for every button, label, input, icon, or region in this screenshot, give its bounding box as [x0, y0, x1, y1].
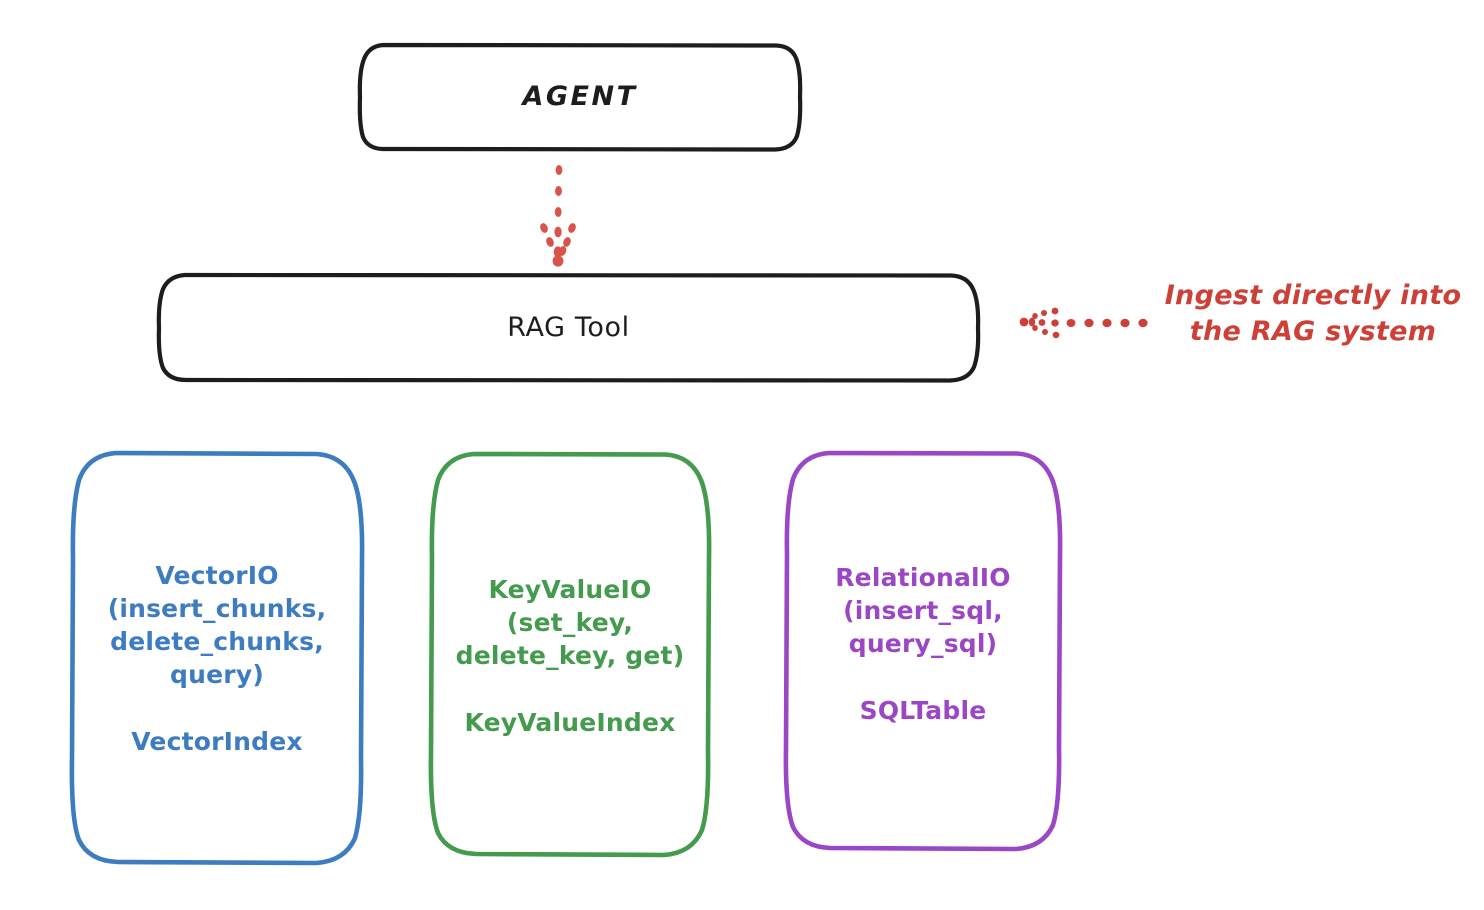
ingest-annotation-label: Ingest directly into the RAG system — [1164, 280, 1462, 348]
vector-io-text-block: VectorIO (insert_chunks, delete_chunks, … — [68, 559, 366, 758]
vector-io-index-label: VectorIndex — [131, 726, 303, 756]
relational-io-api-label: RelationalIO (insert_sql, query_sql) — [835, 563, 1011, 658]
rag-tool-label: RAG Tool — [507, 311, 630, 343]
node-rag-tool[interactable]: RAG Tool — [155, 270, 982, 385]
node-vector-io[interactable]: VectorIO (insert_chunks, delete_chunks, … — [68, 448, 366, 868]
key-value-io-text-block: KeyValueIO (set_key, delete_key, get) Ke… — [428, 573, 712, 739]
node-key-value-io[interactable]: KeyValueIO (set_key, delete_key, get) Ke… — [428, 448, 712, 860]
node-agent[interactable]: AGENT — [355, 40, 805, 154]
relational-io-index-label: SQLTable — [859, 696, 987, 725]
relational-io-text-block: RelationalIO (insert_sql, query_sql) SQL… — [783, 561, 1063, 727]
agent-label: AGENT — [522, 81, 638, 113]
agent-to-rag-tool-arrow-icon — [540, 165, 576, 267]
ingest-into-rag-arrow-icon — [1019, 307, 1148, 339]
vector-io-api-label: VectorIO (insert_chunks, delete_chunks, … — [107, 560, 327, 689]
node-relational-io[interactable]: RelationalIO (insert_sql, query_sql) SQL… — [783, 448, 1063, 854]
key-value-io-api-label: KeyValueIO (set_key, delete_key, get) — [455, 575, 685, 670]
key-value-io-index-label: KeyValueIndex — [464, 708, 676, 737]
